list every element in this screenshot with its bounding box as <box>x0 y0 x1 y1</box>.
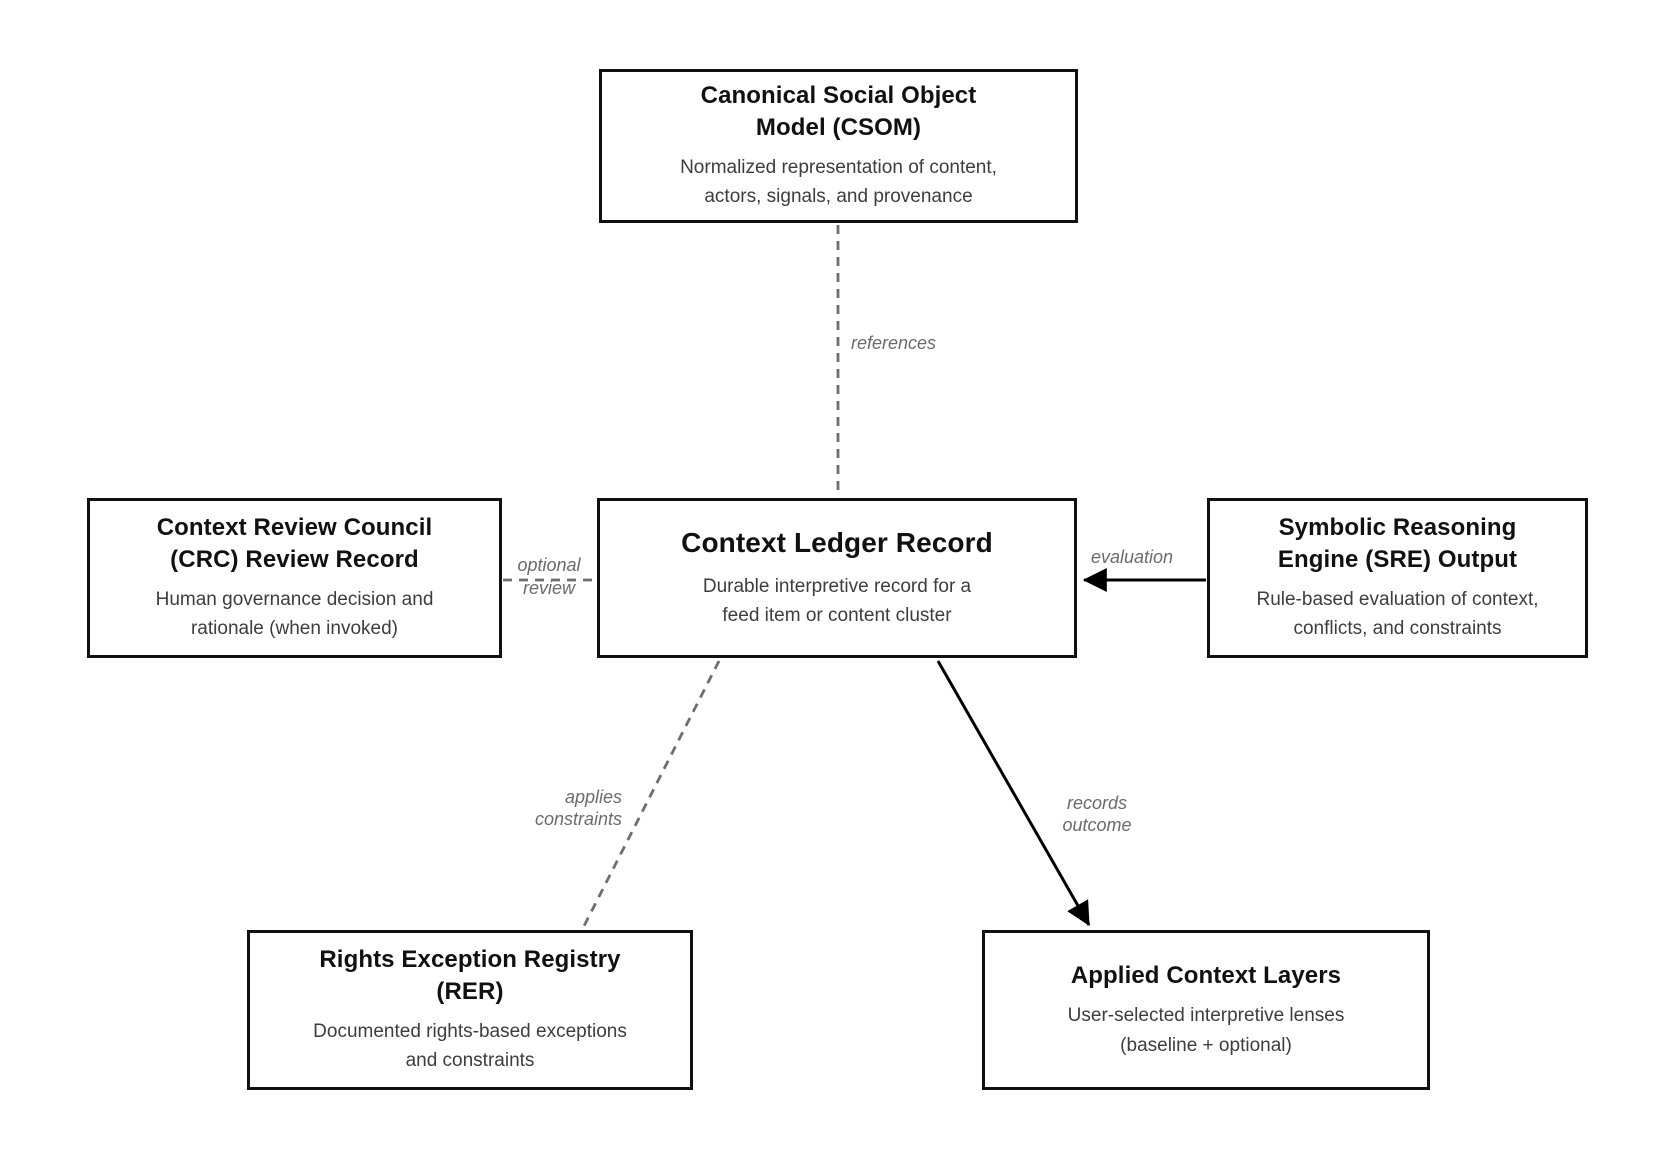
edge-label-references: references <box>851 333 937 353</box>
edge-label-evaluation: evaluation <box>1091 547 1174 567</box>
node-rer: Rights Exception Registry (RER) Document… <box>247 930 693 1090</box>
node-csom: Canonical Social Object Model (CSOM) Nor… <box>599 69 1078 223</box>
edge-label-applies-constraints: applies constraints <box>534 787 622 829</box>
node-rer-description: Documented rights-based exceptions and c… <box>313 1020 627 1072</box>
node-applied-context-layers: Applied Context Layers User-selected int… <box>982 930 1430 1090</box>
edge-label-optional-review: optional review <box>517 555 581 598</box>
edge-records-outcome-arrow <box>936 660 1091 927</box>
node-context-ledger-record-description: Durable interpretive record for a feed i… <box>702 575 972 627</box>
node-rer-title: Rights Exception Registry (RER) <box>319 946 621 1005</box>
node-csom-title: Canonical Social Object Model (CSOM) <box>700 82 977 141</box>
node-context-ledger-record: Context Ledger Record Durable interpreti… <box>597 498 1077 658</box>
node-sre-description: Rule-based evaluation of context, confli… <box>1256 588 1539 640</box>
node-context-ledger-record-title: Context Ledger Record <box>681 527 993 559</box>
node-applied-context-layers-description: User-selected interpretive lenses (basel… <box>1067 1005 1345 1056</box>
edge-label-records-outcome: records outcome <box>1062 793 1132 835</box>
node-applied-context-layers-title: Applied Context Layers <box>1070 961 1342 989</box>
node-crc-description: Human governance decision and rationale … <box>155 588 434 640</box>
node-crc-title: Context Review Council (CRC) Review Reco… <box>156 514 433 573</box>
node-crc: Context Review Council (CRC) Review Reco… <box>87 498 502 658</box>
node-sre: Symbolic Reasoning Engine (SRE) Output R… <box>1207 498 1588 658</box>
node-sre-title: Symbolic Reasoning Engine (SRE) Output <box>1277 514 1518 573</box>
node-csom-description: Normalized representation of content, ac… <box>680 156 997 208</box>
edge-applies-constraints-line <box>581 660 721 929</box>
